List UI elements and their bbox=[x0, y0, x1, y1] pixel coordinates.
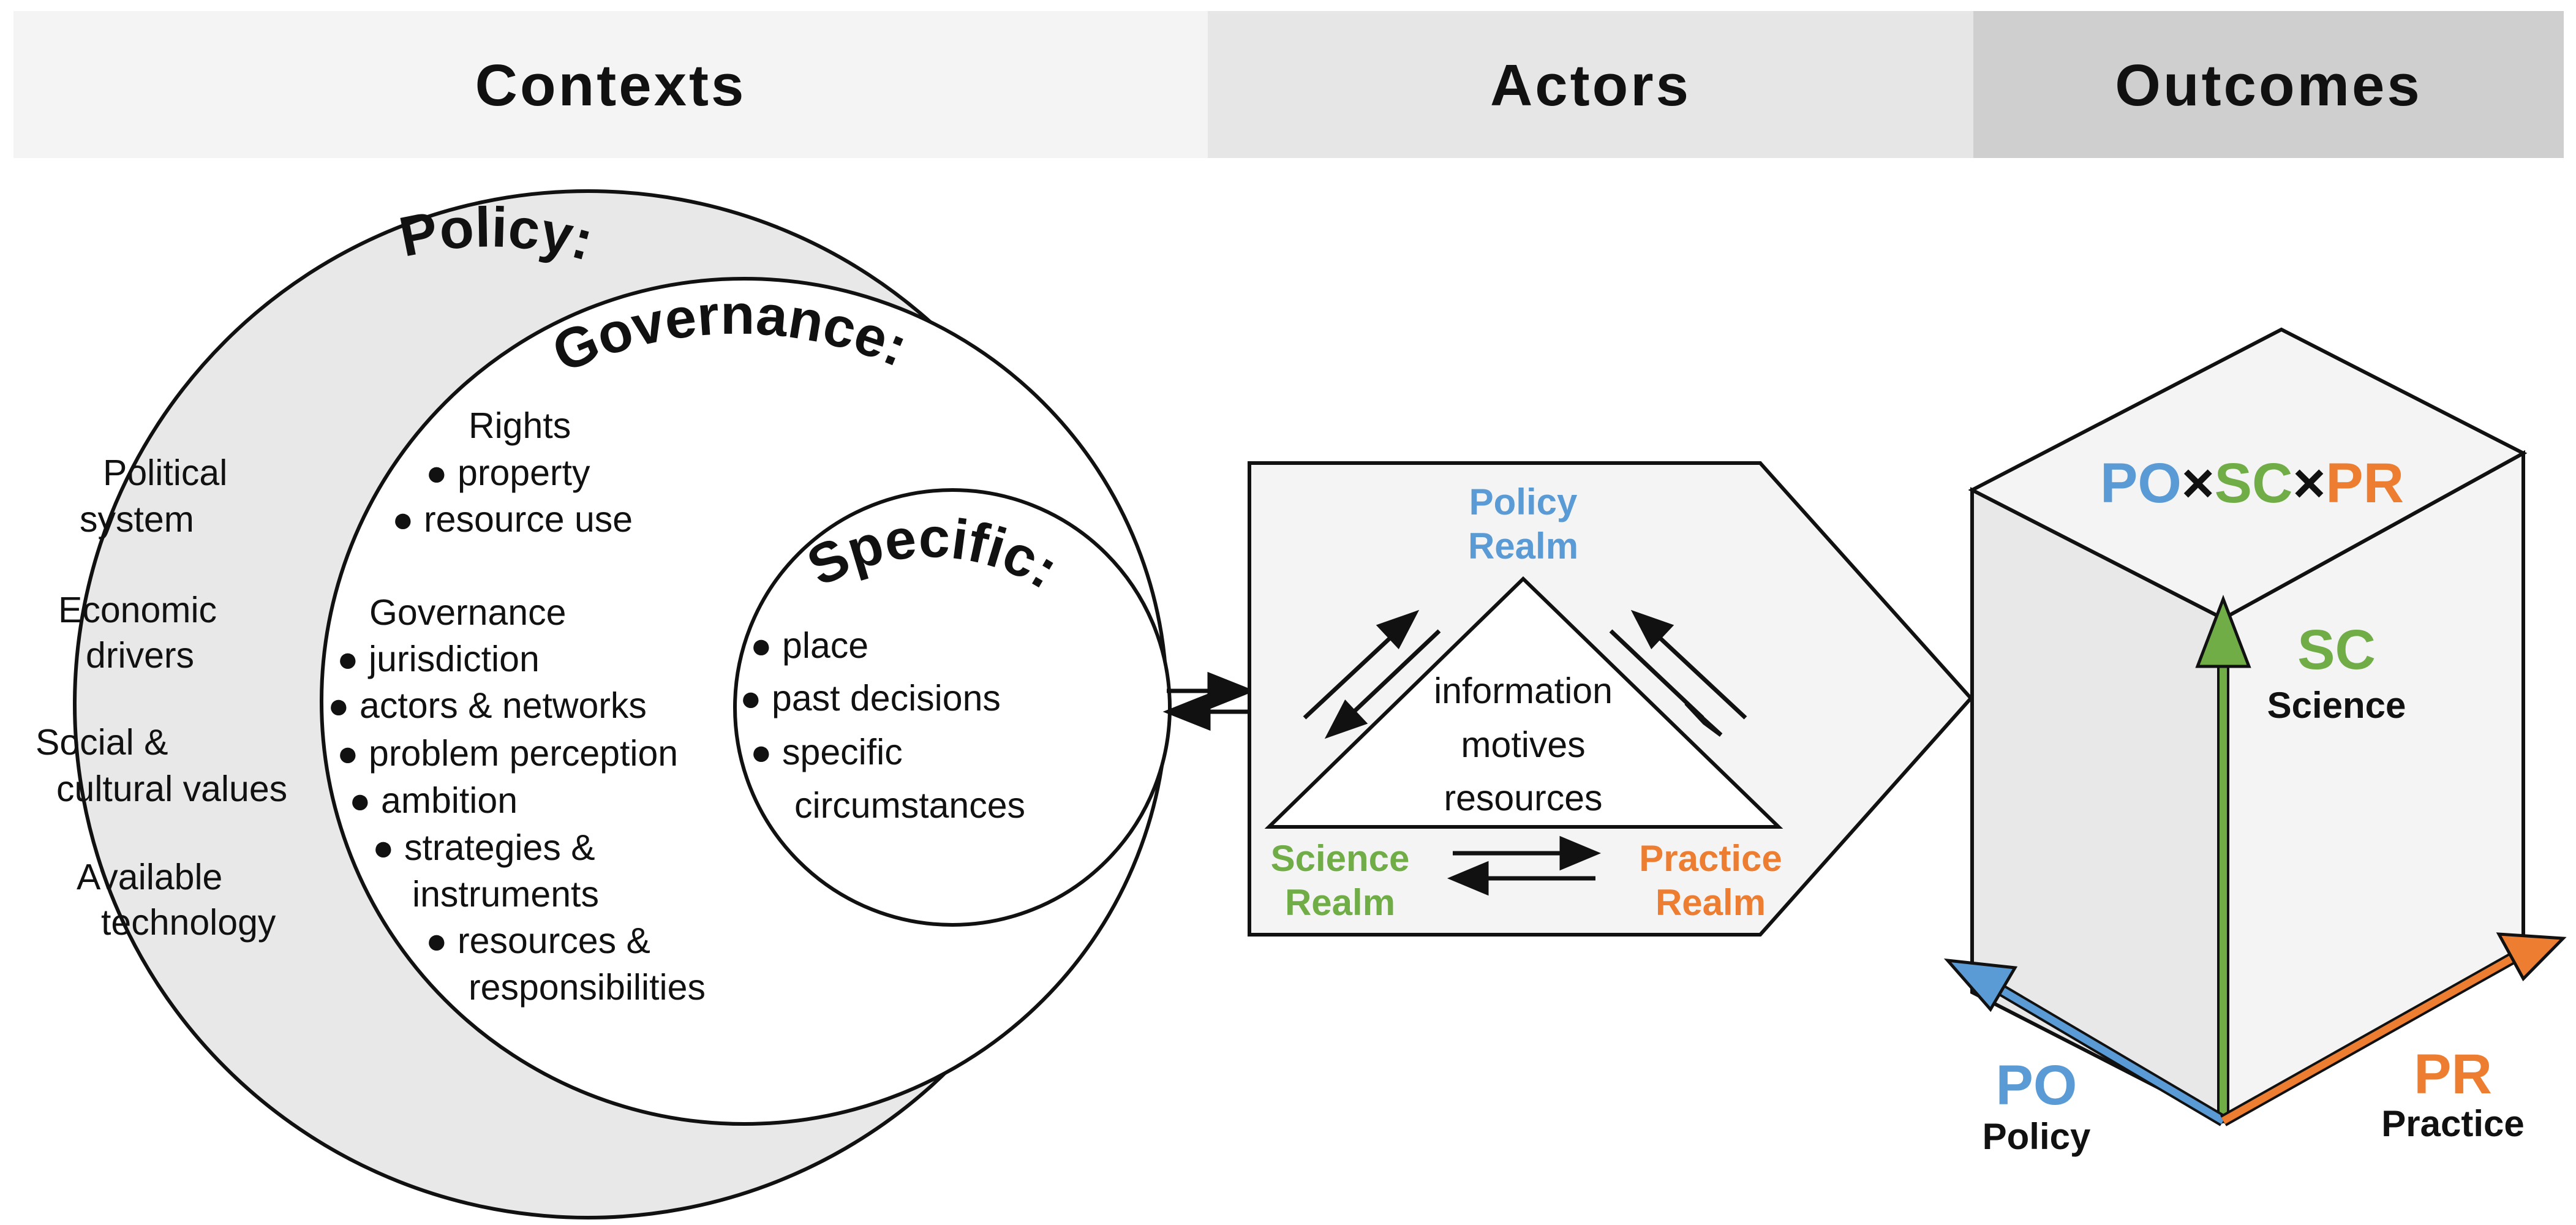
triangle-text: resources bbox=[1444, 778, 1602, 818]
governance-item: ● resource use bbox=[392, 499, 633, 540]
sc-sublabel: Science bbox=[2267, 685, 2406, 726]
po-label: PO bbox=[1996, 1054, 2077, 1117]
policy-items: Political system Economic drivers Social… bbox=[36, 453, 287, 943]
specific-item: circumstances bbox=[794, 785, 1025, 826]
policy-realm-label: Policy bbox=[1469, 481, 1578, 522]
governance-item: Rights bbox=[469, 405, 571, 446]
sc-label: SC bbox=[2297, 619, 2376, 681]
pr-label: PR bbox=[2414, 1043, 2492, 1106]
specific-item: ● past decisions bbox=[740, 678, 1001, 718]
governance-item: ● property bbox=[426, 453, 590, 493]
specific-item: ● place bbox=[750, 625, 868, 666]
governance-item: ● actors & networks bbox=[328, 685, 647, 726]
triangle-text: information bbox=[1434, 671, 1613, 711]
practice-realm-label: Practice bbox=[1639, 838, 1782, 879]
governance-items: Rights ● property ● resource use Governa… bbox=[328, 405, 706, 1008]
dimensions-label: PO×SC×PR bbox=[2100, 452, 2404, 514]
po-sublabel: Policy bbox=[1983, 1116, 2091, 1157]
practice-realm-label: Realm bbox=[1655, 882, 1766, 923]
policy-item: cultural values bbox=[56, 769, 287, 809]
governance-item: ● ambition bbox=[349, 780, 518, 821]
specific-circle bbox=[733, 488, 1172, 927]
governance-item: instruments bbox=[412, 874, 599, 914]
policy-item: Social & bbox=[36, 722, 168, 763]
policy-item: Available bbox=[77, 857, 222, 897]
left-arrows bbox=[1303, 609, 1441, 739]
specific-item: ● specific bbox=[750, 732, 903, 772]
header-contexts-bg bbox=[13, 11, 1208, 158]
contexts-circles: Policy: Governance: Specific: Political … bbox=[36, 189, 1172, 1219]
context-actor-arrows bbox=[1162, 671, 1256, 731]
header-outcomes-bg bbox=[1973, 11, 2564, 158]
sc-axis-arrow bbox=[2195, 594, 2251, 1121]
policy-item: Economic bbox=[58, 590, 217, 630]
outcomes-cube: PO×SC×PR SC Science PO Policy PR Practic… bbox=[1943, 327, 2567, 1157]
actors-triangle bbox=[1264, 576, 1783, 829]
science-realm-label: Science bbox=[1271, 838, 1410, 879]
header-outcomes: Outcomes bbox=[2115, 53, 2422, 118]
policy-item: technology bbox=[101, 902, 276, 943]
cube-top-face bbox=[1968, 327, 2528, 621]
header-band: Contexts Actors Outcomes bbox=[13, 11, 2564, 158]
governance-item: Governance bbox=[369, 592, 566, 633]
pr-sublabel: Practice bbox=[2381, 1103, 2525, 1144]
governance-item: ● strategies & bbox=[372, 827, 595, 868]
specific-items: ● place ● past decisions ● specific circ… bbox=[740, 625, 1025, 826]
triangle-text: motives bbox=[1461, 725, 1585, 765]
right-arrows bbox=[1609, 609, 1747, 737]
header-actors: Actors bbox=[1490, 53, 1691, 118]
bottom-arrows bbox=[1447, 835, 1602, 896]
governance-item: ● problem perception bbox=[337, 733, 678, 774]
po-axis-arrow bbox=[1943, 958, 2227, 1126]
policy-item: drivers bbox=[86, 635, 194, 676]
governance-item: ● resources & bbox=[426, 921, 650, 961]
policy-item: Political bbox=[103, 453, 227, 493]
science-realm-label: Realm bbox=[1285, 882, 1395, 923]
header-actors-bg bbox=[1208, 11, 1973, 158]
actors-panel: Policy Realm Science Realm Practice Real… bbox=[1248, 461, 1974, 937]
governance-item: ● jurisdiction bbox=[337, 639, 540, 679]
policy-item: system bbox=[80, 499, 194, 540]
governance-item: responsibilities bbox=[469, 967, 706, 1008]
policy-realm-label: Realm bbox=[1468, 526, 1578, 567]
pr-axis-arrow bbox=[2220, 932, 2567, 1126]
header-contexts: Contexts bbox=[475, 53, 747, 118]
